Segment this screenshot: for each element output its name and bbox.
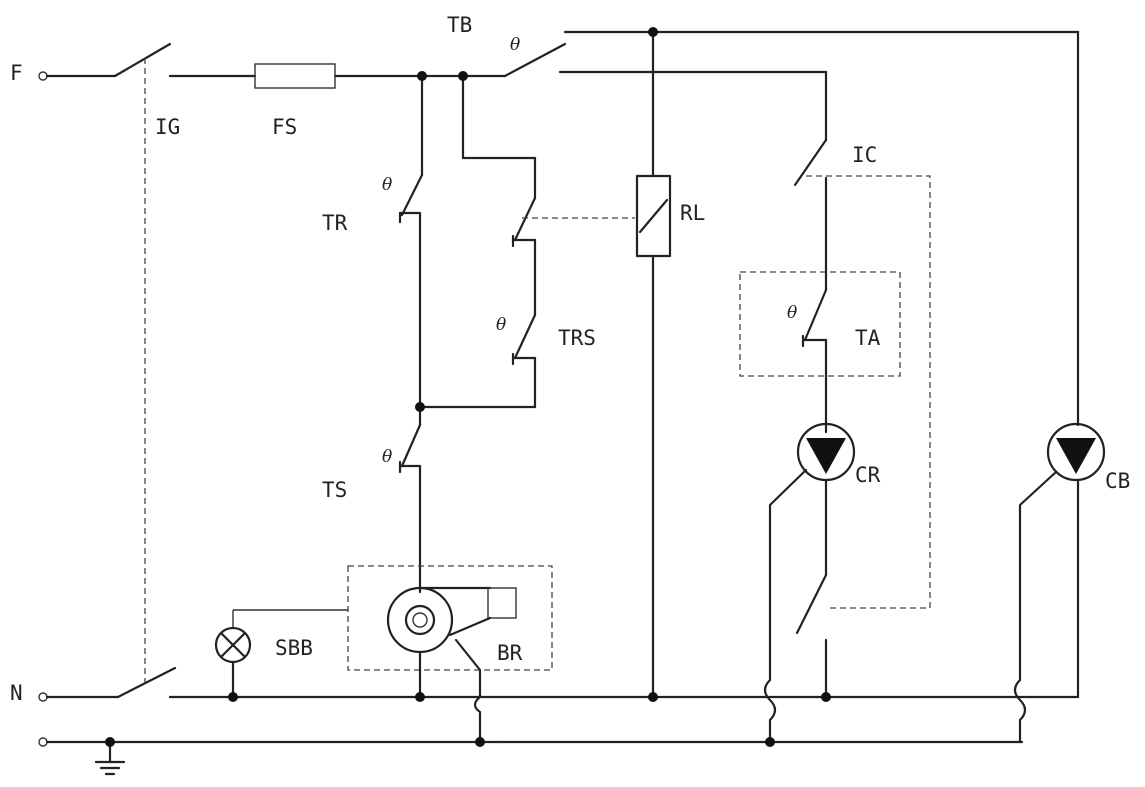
thermostat-tb-label: TB: [447, 13, 472, 37]
fuse-fs-label: FS: [272, 115, 297, 139]
thermostat-tb-theta: θ: [510, 35, 520, 55]
neutral-line: [45, 666, 1080, 699]
terminal-neutral: N: [10, 681, 48, 705]
thermostat-ta-theta: θ: [787, 303, 797, 323]
pump-cr: CR: [763, 422, 881, 744]
terminal-ground: [38, 737, 48, 747]
thermostat-tr-theta: θ: [382, 175, 392, 195]
lamp-sbb: SBB: [214, 610, 313, 699]
lamp-icon: [214, 626, 252, 664]
lamp-sbb-label: SBB: [275, 636, 313, 660]
pump-cb: CB: [1013, 30, 1130, 744]
thermostat-trs: θ TRS: [418, 74, 635, 409]
terminal-neutral-label: N: [10, 681, 23, 705]
main-switch-ig-label: IG: [155, 115, 180, 139]
burner-br: BR: [233, 565, 553, 744]
burner-br-label: BR: [497, 641, 523, 665]
thermostat-ts: θ TS: [322, 405, 422, 594]
thermostat-trs-label: TRS: [558, 326, 596, 350]
terminal-phase: F: [10, 61, 48, 85]
thermostat-tr-label: TR: [322, 211, 348, 235]
thermostat-trs-theta: θ: [496, 315, 506, 335]
thermostat-ta-label: TA: [855, 326, 881, 350]
thermostat-ts-theta: θ: [382, 447, 392, 467]
pump-cr-label: CR: [855, 463, 881, 487]
phase-line: [45, 42, 828, 78]
junction-dots: [105, 27, 831, 747]
contact-ic: IC: [793, 70, 931, 609]
relay-rl-label: RL: [680, 201, 705, 225]
contact-ic-label: IC: [852, 143, 877, 167]
burner-icon: [386, 586, 517, 654]
terminal-phase-label: F: [10, 61, 23, 85]
thermostat-ts-label: TS: [322, 478, 347, 502]
relay-rl: RL: [563, 30, 1080, 699]
thermostat-ta: θ TA: [739, 271, 901, 434]
pump-cb-label: CB: [1105, 469, 1130, 493]
pump-icon: [1046, 422, 1106, 482]
thermostat-tr: θ TR: [322, 74, 424, 409]
fuse-fs: FS: [254, 63, 336, 139]
main-switch-ig: IG: [144, 58, 180, 682]
